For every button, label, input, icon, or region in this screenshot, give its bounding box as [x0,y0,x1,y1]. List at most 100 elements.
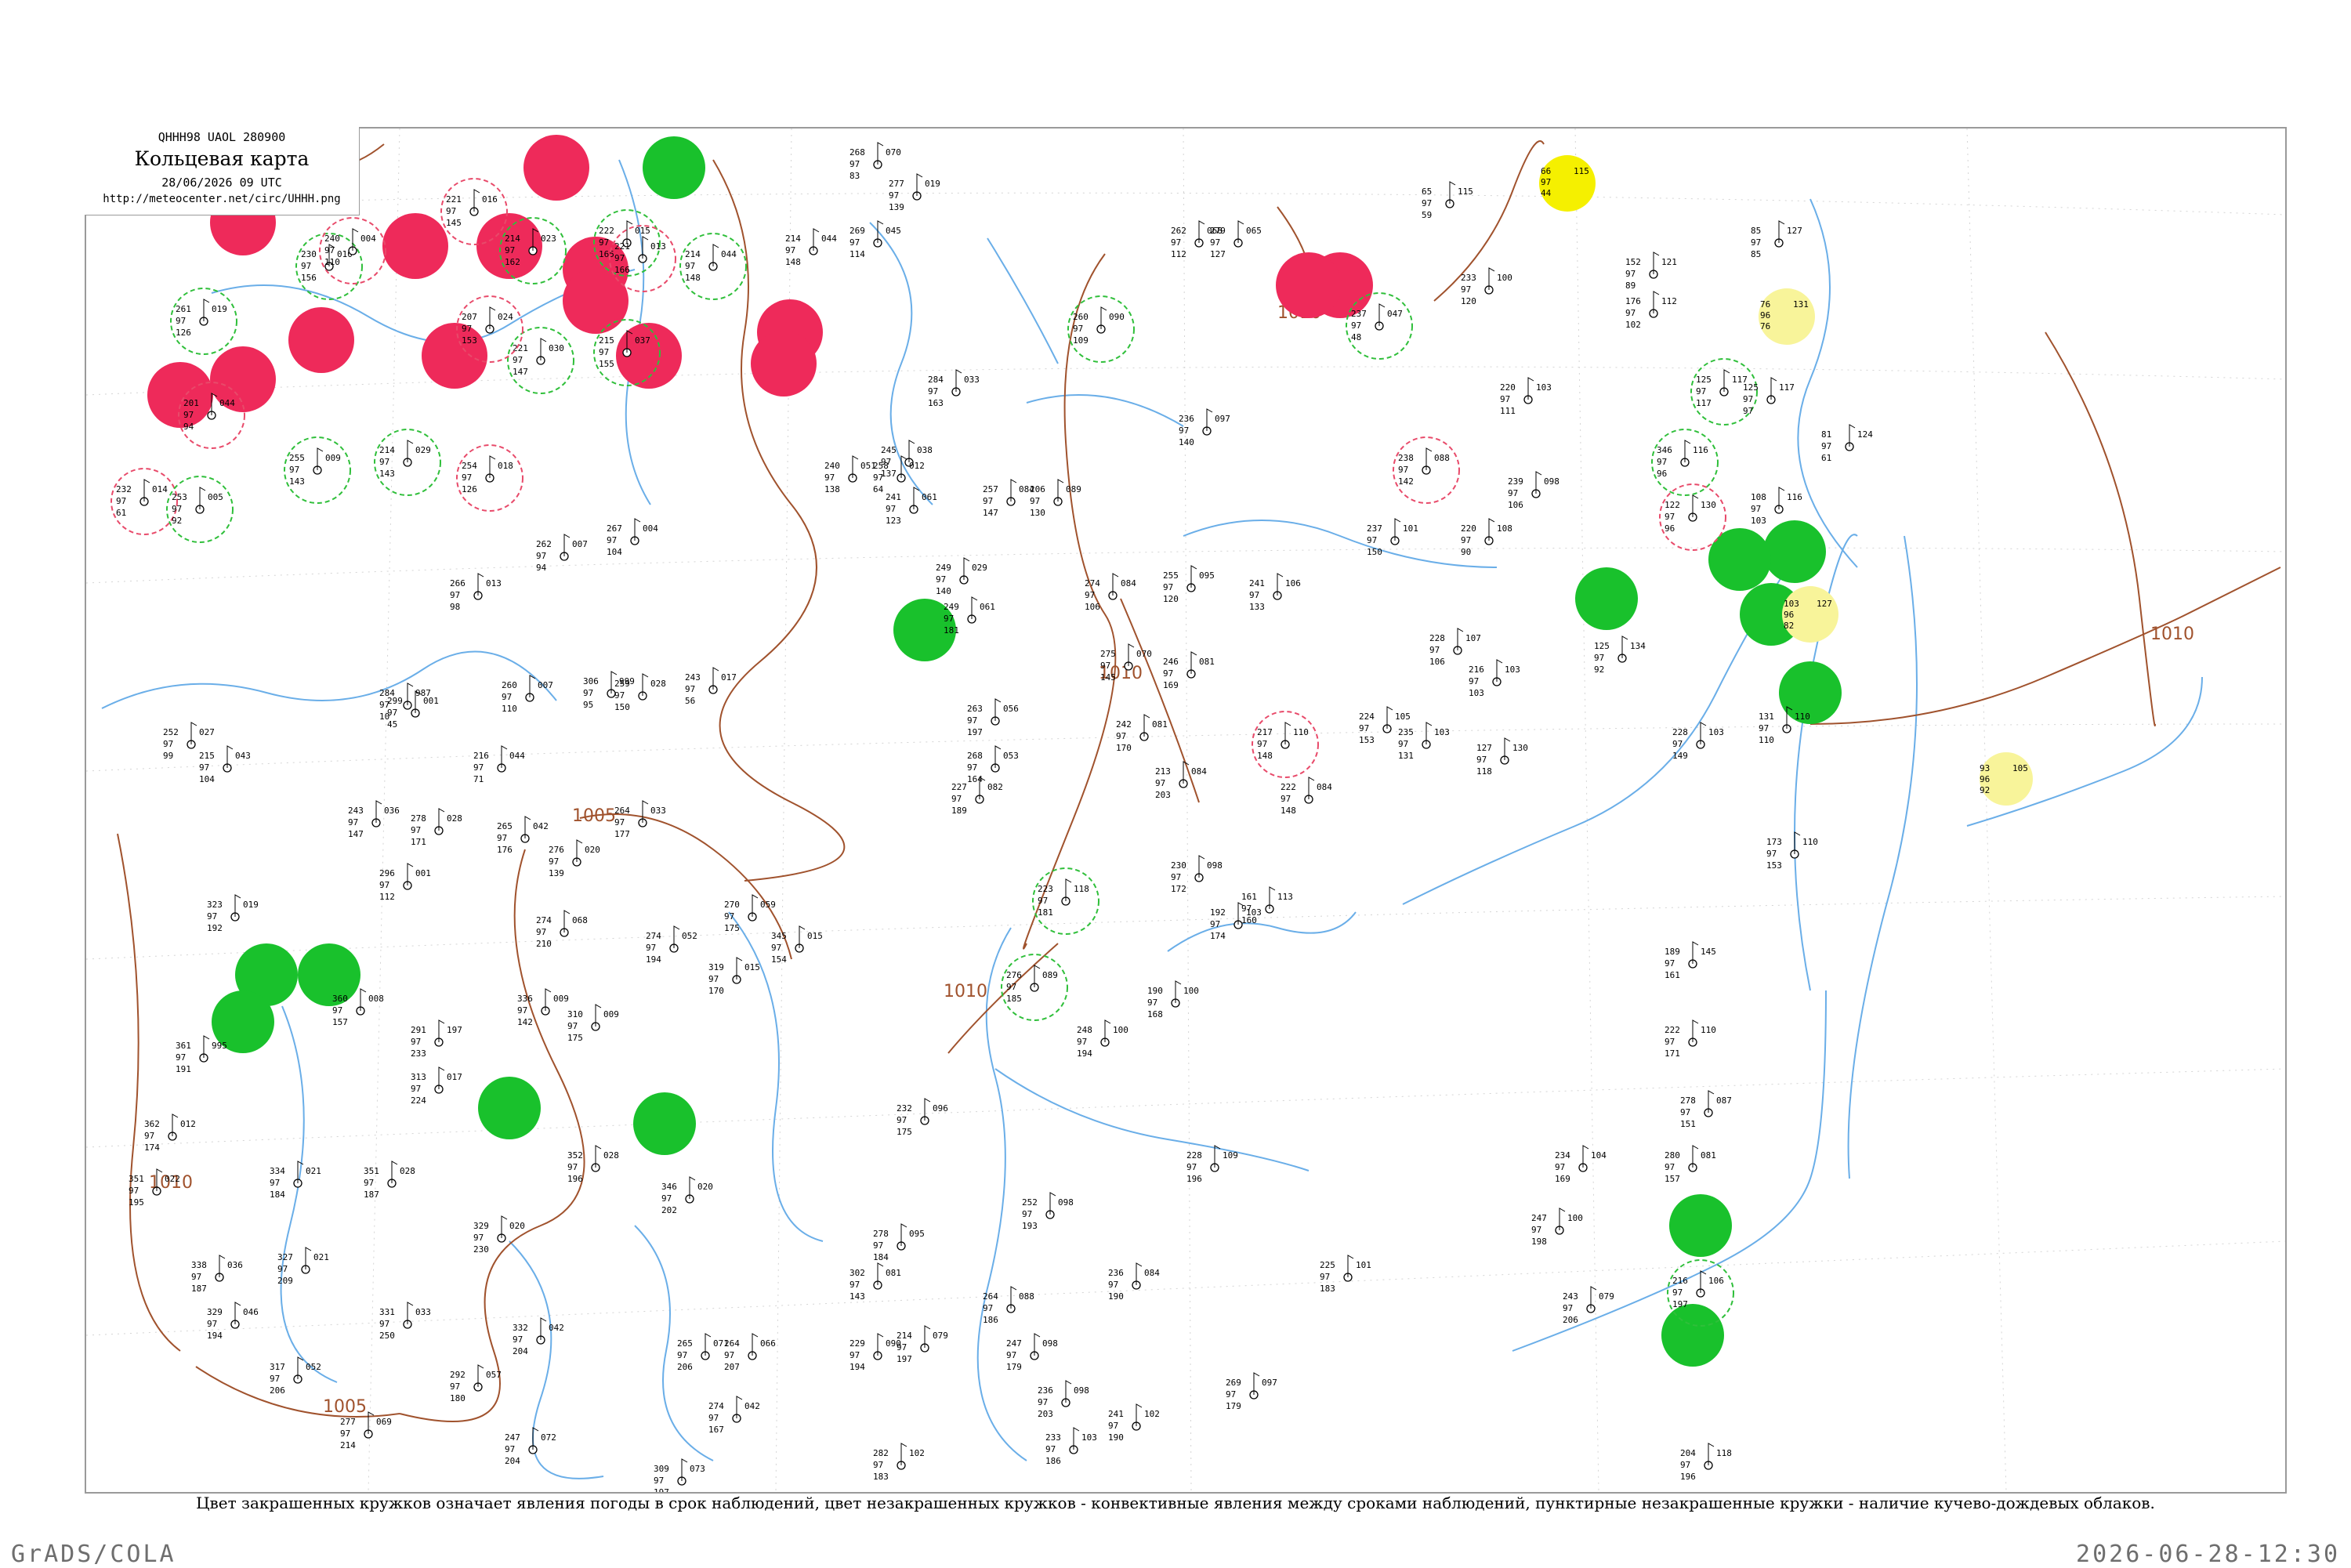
station-dewpoint: 120 [1461,296,1476,306]
wind-barb [689,1176,696,1199]
station-qnh: 033 [415,1307,431,1317]
station-dewpoint: 143 [289,476,305,487]
station-qnh: 103 [1536,382,1552,393]
station-dewpoint: 250 [379,1331,395,1341]
wind-barb [1128,643,1135,666]
station-qnh: 022 [165,1174,180,1184]
station-dewpoint: 111 [1500,406,1516,416]
station-temp: 260 [1073,312,1089,322]
wind-barb [1449,181,1456,204]
wind-barb [1049,1192,1056,1215]
station-qnh: 015 [635,226,650,236]
station-temp: 247 [505,1432,520,1443]
station-pressure-code: 97 [1147,998,1157,1008]
wind-barb [1778,220,1785,243]
station-pressure-code: 97 [513,1334,523,1345]
station-dewpoint: 140 [936,586,951,596]
station-temp: 243 [348,806,364,816]
station-qnh: 082 [987,782,1003,792]
wind-barb [877,1262,884,1285]
station-dewpoint: 164 [967,774,983,784]
wind-barb [305,1247,312,1269]
station-pressure-code: 97 [450,590,460,600]
weather-filled-circle [1740,583,1802,646]
station-pressure-code: 97 [881,457,891,467]
station-temp: 278 [411,813,426,824]
wind-barb [1849,424,1856,447]
station-pressure-code: 97 [199,762,209,773]
station-qnh: 084 [1144,1268,1160,1278]
station-temp: 125 [1743,382,1759,393]
station-pressure-code: 97 [849,1280,860,1290]
station-dewpoint: 143 [379,469,395,479]
station-pressure-code: 97 [129,1186,139,1196]
wind-barb [626,220,633,243]
station-temp: 284 [379,688,395,698]
source-url[interactable]: http://meteocenter.net/circ/UHHH.png [103,193,341,205]
wind-barb [501,1215,508,1238]
cb-ring-circle [1667,1259,1734,1327]
weather-filled-circle [235,943,298,1006]
station-qnh: 101 [1356,1260,1371,1270]
station-dewpoint: 197 [897,1354,912,1364]
station-temp: 246 [1163,657,1179,667]
station-pressure-code: 97 [497,833,507,843]
station-pressure-code: 97 [1672,1287,1683,1298]
station-temp: 228 [1429,633,1445,643]
station-temp: 81 [1821,429,1831,440]
station-temp: 252 [163,727,179,737]
station-qnh: 056 [1003,704,1019,714]
station-temp: 207 [462,312,477,322]
station-qnh: 070 [886,147,901,158]
station-temp: 243 [1563,1291,1578,1302]
station-qnh: 134 [1630,641,1646,651]
station-pressure-code: 97 [1171,872,1181,882]
wind-barb [1488,518,1495,541]
station-qnh: 110 [1802,837,1818,847]
station-qnh: 073 [690,1464,705,1474]
station-temp: 254 [462,461,477,471]
station-dewpoint: 184 [270,1190,285,1200]
station-temp: 247 [1531,1213,1547,1223]
wind-barb [1065,1380,1072,1403]
station-qnh: 042 [549,1323,564,1333]
synoptic-map[interactable]: 1010 1005 1010 1005 1010 1010 1010 66974… [86,129,2285,1492]
station-dewpoint: 175 [567,1033,583,1043]
station-dewpoint: 133 [1249,602,1265,612]
station-temp: 253 [172,492,187,502]
station-pressure-code: 97 [614,817,625,827]
wind-barb [1386,706,1393,729]
station-pressure-code: 97 [1038,1397,1048,1407]
render-timestamp: 2026-06-28-12:30 [2076,1541,2340,1568]
station-temp: 241 [1108,1409,1124,1419]
station-qnh: 042 [744,1401,760,1411]
station-temp: 360 [332,994,348,1004]
station-qnh: 098 [1544,476,1559,487]
station-qnh: 043 [235,751,251,761]
station-dewpoint: 185 [1006,994,1022,1004]
wind-barb [1621,636,1628,658]
station-dewpoint: 183 [1320,1284,1335,1294]
station-pressure-code: 97 [771,943,781,953]
station-dewpoint: 153 [462,335,477,346]
station-qnh: 090 [1109,312,1125,322]
